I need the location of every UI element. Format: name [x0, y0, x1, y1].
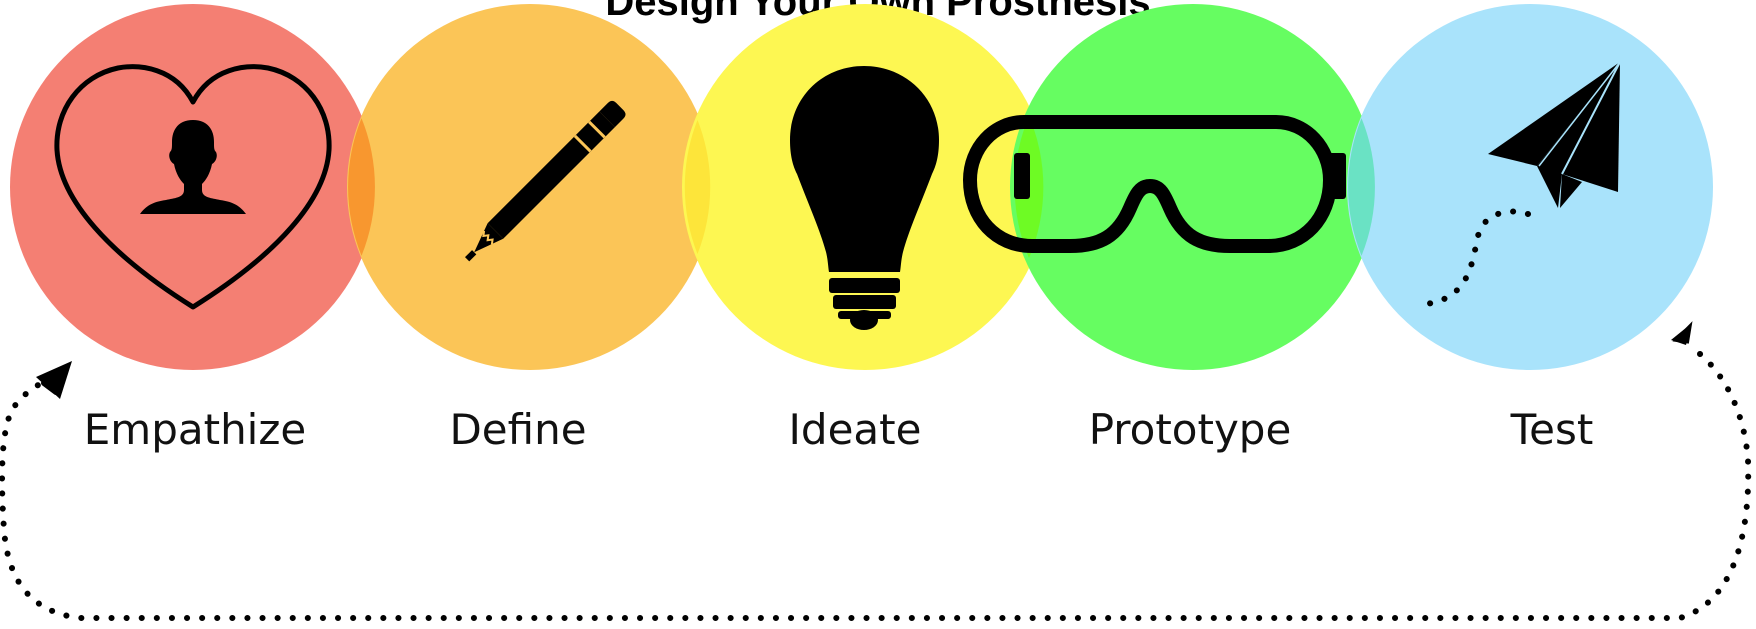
- prototype-circle: [1010, 4, 1376, 370]
- pencil-icon: [464, 100, 626, 262]
- heart-person-icon: [54, 64, 332, 310]
- stage-label-prototype: Prototype: [1088, 405, 1292, 454]
- lightbulb-icon: [790, 66, 939, 330]
- overlap-define-ideate: [684, 120, 711, 254]
- paper-plane-icon: [1423, 61, 1621, 307]
- stage-label-empathize: Empathize: [83, 405, 307, 454]
- goggles-icon: [963, 115, 1346, 253]
- stage-label-define: Define: [449, 405, 587, 454]
- stage-label-ideate: Ideate: [788, 405, 922, 454]
- test-circle: [1347, 4, 1713, 370]
- overlap-empathize-define: [348, 118, 375, 256]
- overlap-prototype-test: [1348, 118, 1375, 256]
- feedback-loop-arrow: [0, 321, 1752, 621]
- stage-label-test: Test: [1510, 405, 1594, 454]
